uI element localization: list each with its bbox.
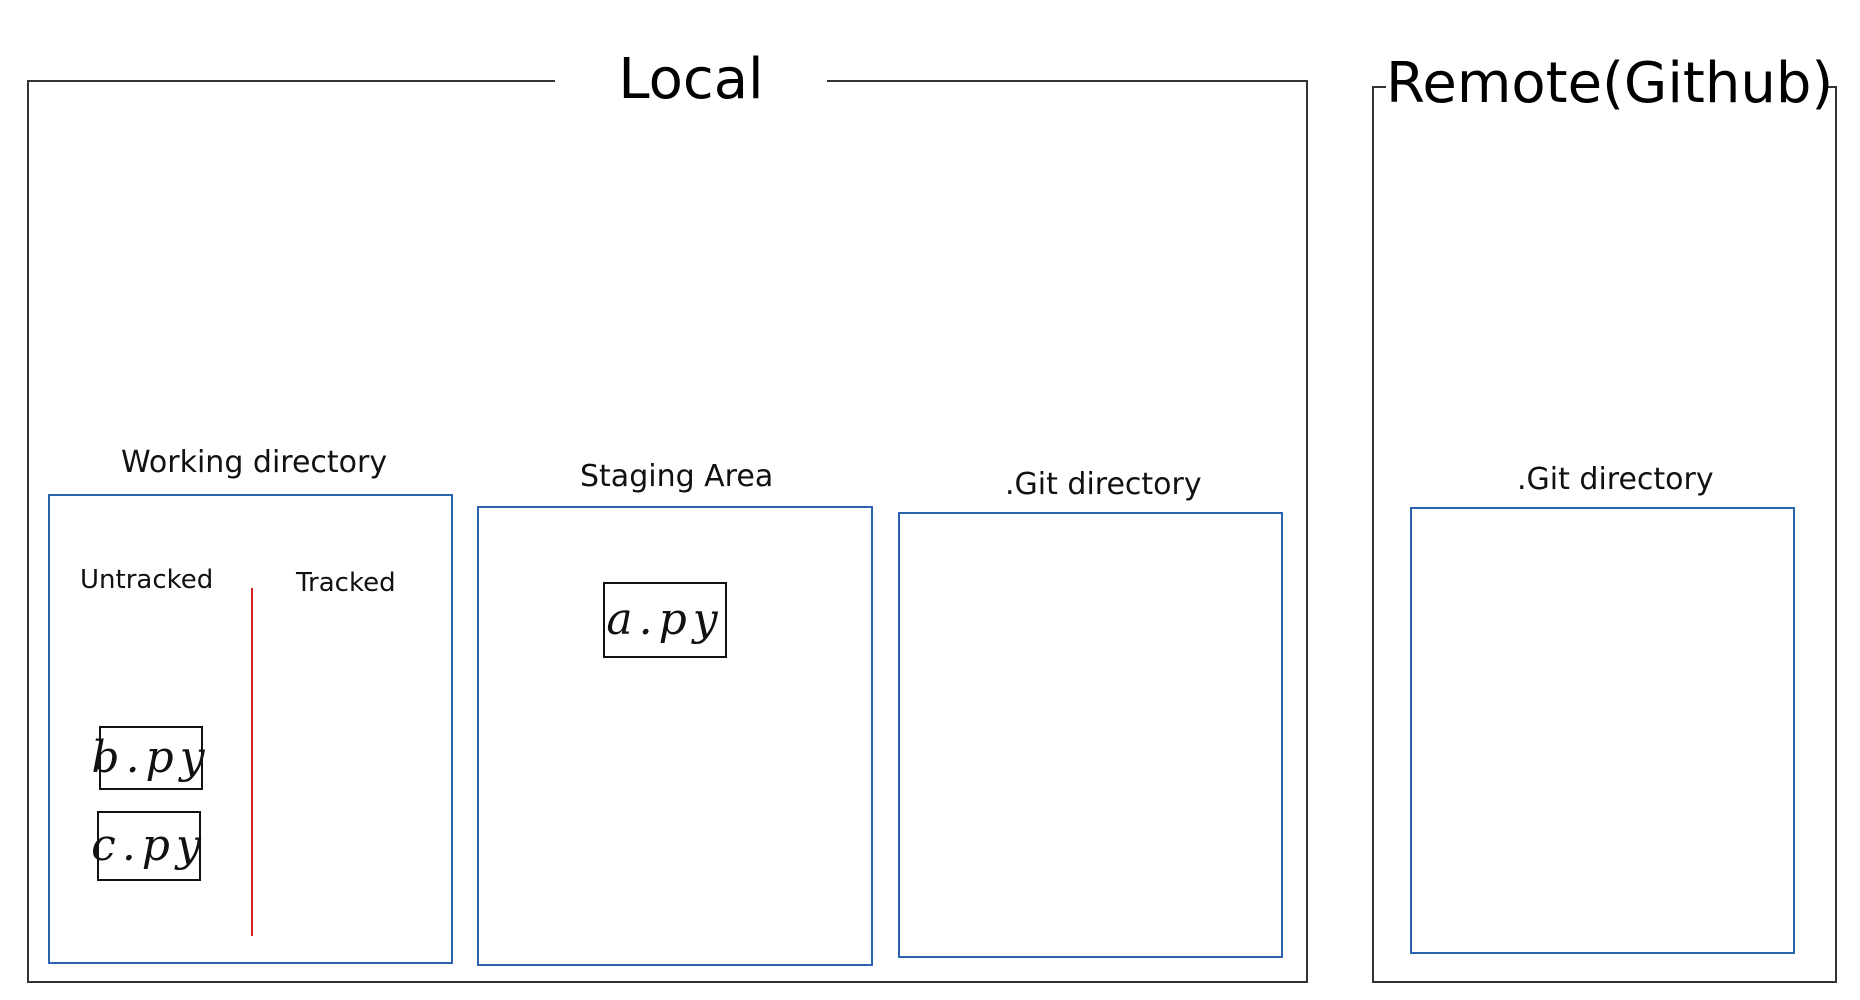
local-git-directory-label: .Git directory [1005,467,1202,502]
local-git-directory-box [898,512,1283,958]
remote-git-directory-label: .Git directory [1517,462,1714,497]
file-a-py[interactable]: a.py [603,582,727,658]
tracked-untracked-divider [251,588,253,936]
working-directory-box [48,494,453,964]
remote-title: Remote(Github) [1386,52,1833,120]
staging-area-label: Staging Area [580,459,774,494]
file-b-py[interactable]: b.py [91,726,205,790]
untracked-label: Untracked [80,565,214,595]
file-c-py-label: c.py [91,820,207,871]
local-title: Local [555,48,827,112]
working-directory-label: Working directory [121,445,388,480]
file-b-py-label: b.py [91,732,211,783]
tracked-label: Tracked [296,568,396,598]
staging-area-box [477,506,873,966]
file-c-py[interactable]: c.py [91,811,201,881]
remote-git-directory-box [1410,507,1795,954]
file-a-py-label: a.py [606,594,724,645]
